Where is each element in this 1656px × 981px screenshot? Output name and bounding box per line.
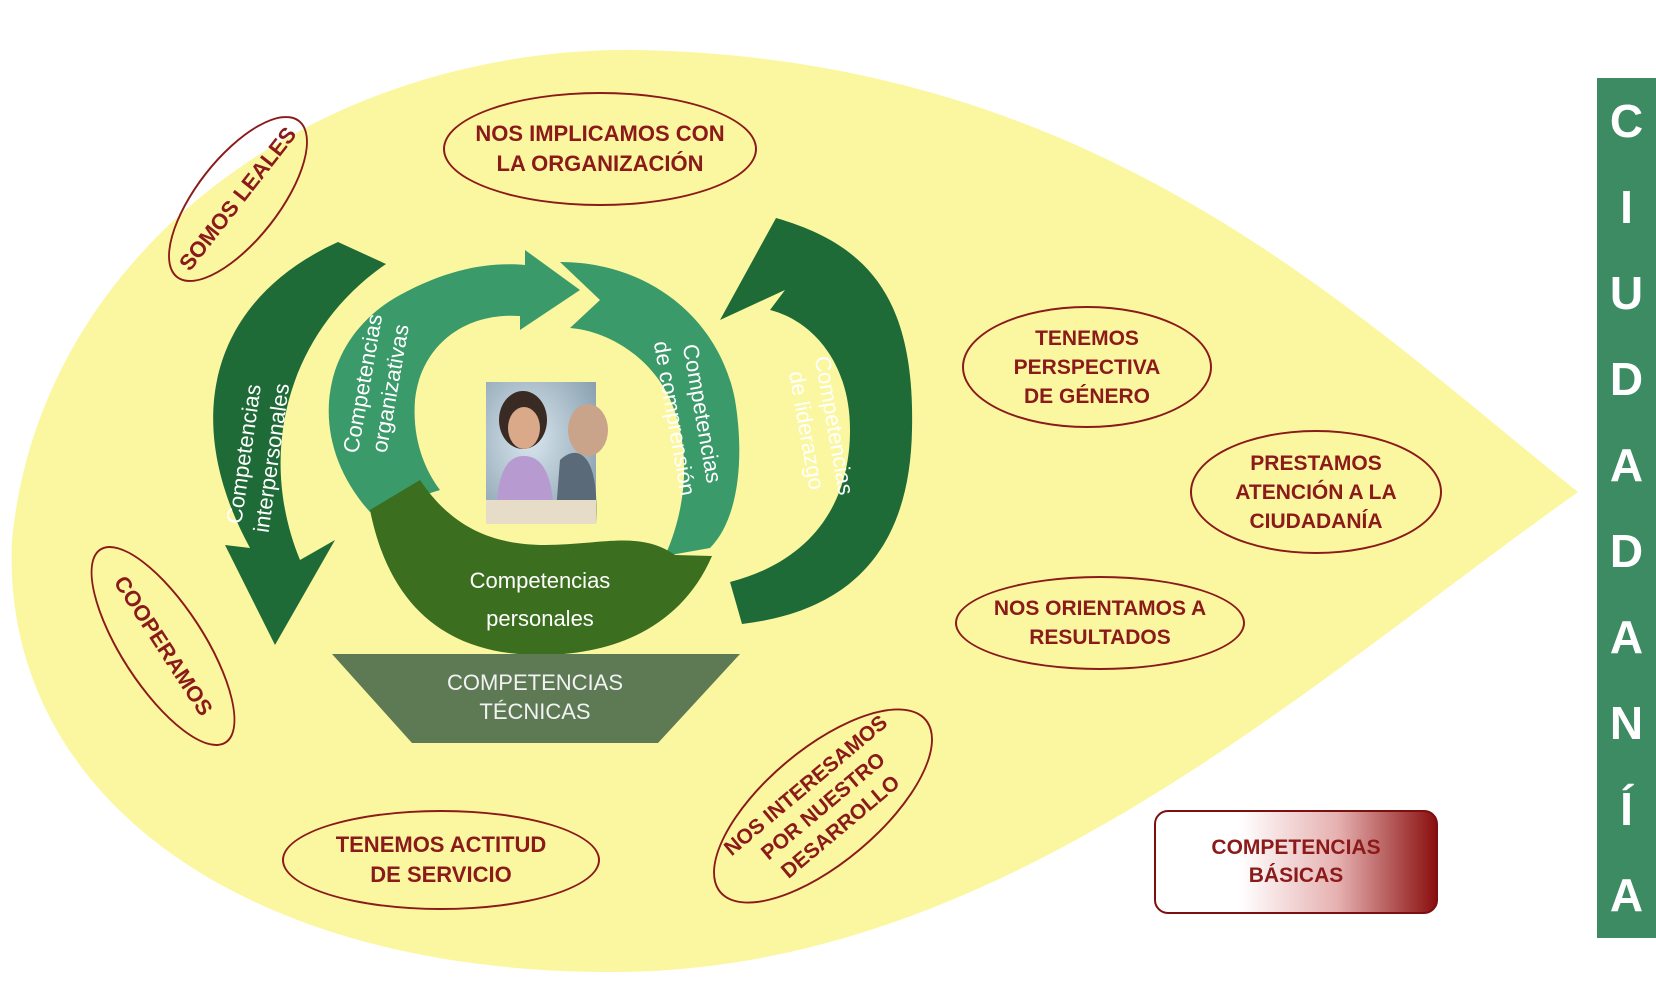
oval-resultados: NOS ORIENTAMOS A RESULTADOS [955, 576, 1245, 670]
comprehension-arrow [560, 262, 740, 556]
sidebar-letter: A [1609, 439, 1644, 491]
sidebar-letter: C [1609, 95, 1644, 147]
portrait-photo [486, 382, 608, 524]
sidebar-letter: N [1609, 697, 1644, 749]
atencion-line3: CIUDADANÍA [1249, 509, 1383, 533]
interpersonal-arrow [213, 242, 386, 645]
atencion-line1: PRESTAMOS [1250, 451, 1382, 475]
sidebar-letter: D [1609, 353, 1644, 405]
personales-line2: personales [486, 606, 594, 631]
sidebar-letter: A [1609, 611, 1644, 663]
organizational-arrow [328, 250, 580, 512]
basic-competencies-box: COMPETENCIAS BÁSICAS [1154, 810, 1438, 914]
atencion-line2: ATENCIÓN A LA [1235, 480, 1397, 504]
tecnicas-line1: COMPETENCIAS [446, 670, 624, 695]
implicamos-line2: LA ORGANIZACIÓN [496, 151, 704, 176]
teardrop-background [11, 49, 1579, 973]
sidebar-letter: U [1609, 267, 1644, 319]
oval-implicamos: NOS IMPLICAMOS CON LA ORGANIZACIÓN [443, 92, 757, 206]
implicamos-line1: NOS IMPLICAMOS CON [475, 121, 725, 146]
personales-line1: Competencias [469, 568, 611, 593]
oval-perspectiva: TENEMOS PERSPECTIVA DE GÉNERO [962, 306, 1212, 428]
sidebar-letter: D [1609, 525, 1644, 577]
basicas-line1: COMPETENCIAS [1211, 836, 1381, 859]
basicas-line2: BÁSICAS [1248, 864, 1344, 887]
servicio-line2: DE SERVICIO [370, 862, 512, 887]
resultados-line1: NOS ORIENTAMOS A [993, 597, 1207, 620]
sidebar-letter: Í [1620, 783, 1633, 835]
servicio-line1: TENEMOS ACTITUD [335, 832, 547, 857]
personal-arrow [370, 480, 712, 655]
perspectiva-line1: TENEMOS [1035, 326, 1139, 350]
ciudadania-sidebar: C I U D A D A N Í A [1597, 78, 1656, 938]
label-personales: Competencias personales [430, 562, 650, 632]
oval-servicio: TENEMOS ACTITUD DE SERVICIO [282, 810, 600, 910]
tecnicas-line2: TÉCNICAS [479, 699, 591, 724]
technical-base [332, 654, 740, 743]
sidebar-letter: I [1620, 181, 1633, 233]
label-tecnicas: COMPETENCIAS TÉCNICAS [400, 668, 670, 728]
leadership-arrow [720, 218, 913, 624]
perspectiva-line2: PERSPECTIVA [1013, 355, 1161, 379]
sidebar-letter: A [1609, 869, 1644, 921]
perspectiva-line3: DE GÉNERO [1023, 384, 1151, 408]
oval-atencion: PRESTAMOS ATENCIÓN A LA CIUDADANÍA [1190, 430, 1442, 554]
resultados-line2: RESULTADOS [1029, 626, 1171, 649]
